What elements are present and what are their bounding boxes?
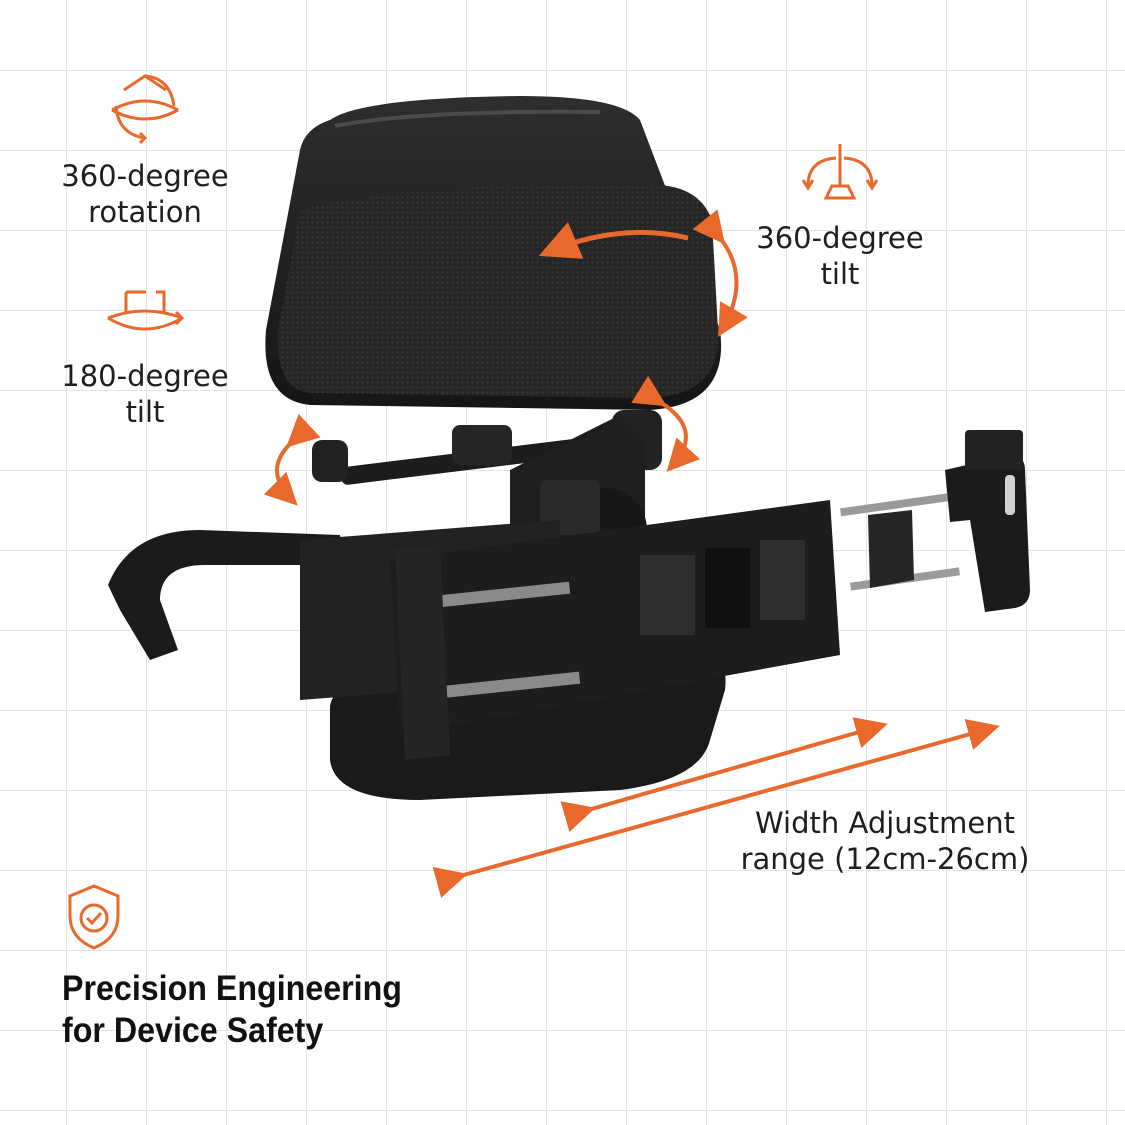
extension-body [300,500,840,760]
feature-rotation-label: 360-degree rotation [61,159,229,229]
feature-tilt-360-label: 360-degree tilt [756,221,924,291]
tilt-360-icon [801,144,879,200]
width-adjustment-label: Width Adjustment range (12cm-26cm) [740,806,1030,876]
tagline-heading: Precision Engineering for Device Safety [62,969,402,1050]
right-clamp [840,430,1030,612]
rotate-360-icon [111,74,179,145]
width-arrow-long [432,719,1000,898]
feature-tilt-180-label: 180-degree tilt [61,359,229,429]
headrest-pad [265,96,722,410]
shield-check-icon [68,884,120,950]
headrest-hook [108,530,345,660]
tilt-180-icon [107,290,185,331]
